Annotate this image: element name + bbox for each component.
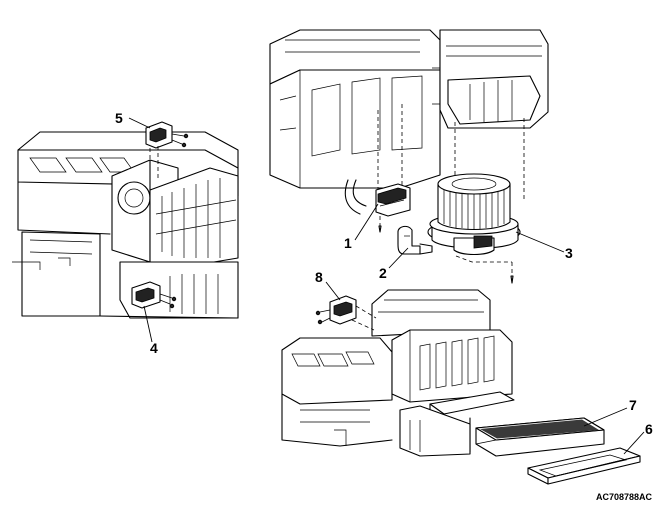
air-inlet-assembly (282, 290, 514, 456)
callout-1: 1 (344, 235, 352, 251)
callout-6: 6 (645, 421, 653, 437)
intake-actuator-8 (316, 296, 376, 330)
callout-4: 4 (150, 340, 158, 356)
blower-case-assembly (270, 30, 548, 214)
callout-7: 7 (629, 397, 637, 413)
filter-cover-6 (528, 448, 640, 484)
drawing-code: AC708788AC (596, 492, 653, 502)
air-filter-7 (476, 418, 604, 456)
callout-3: 3 (565, 245, 573, 261)
blower-motor-3 (428, 174, 520, 283)
callout-2: 2 (379, 265, 387, 281)
leader-lines (129, 118, 644, 454)
blower-resistor-1 (376, 184, 410, 232)
callout-8: 8 (315, 269, 323, 285)
mode-actuator-5 (146, 122, 188, 182)
mix-actuator-4 (132, 282, 176, 308)
callout-5: 5 (115, 110, 123, 126)
drain-hose-2 (398, 226, 432, 254)
left-heater-unit (12, 132, 238, 318)
